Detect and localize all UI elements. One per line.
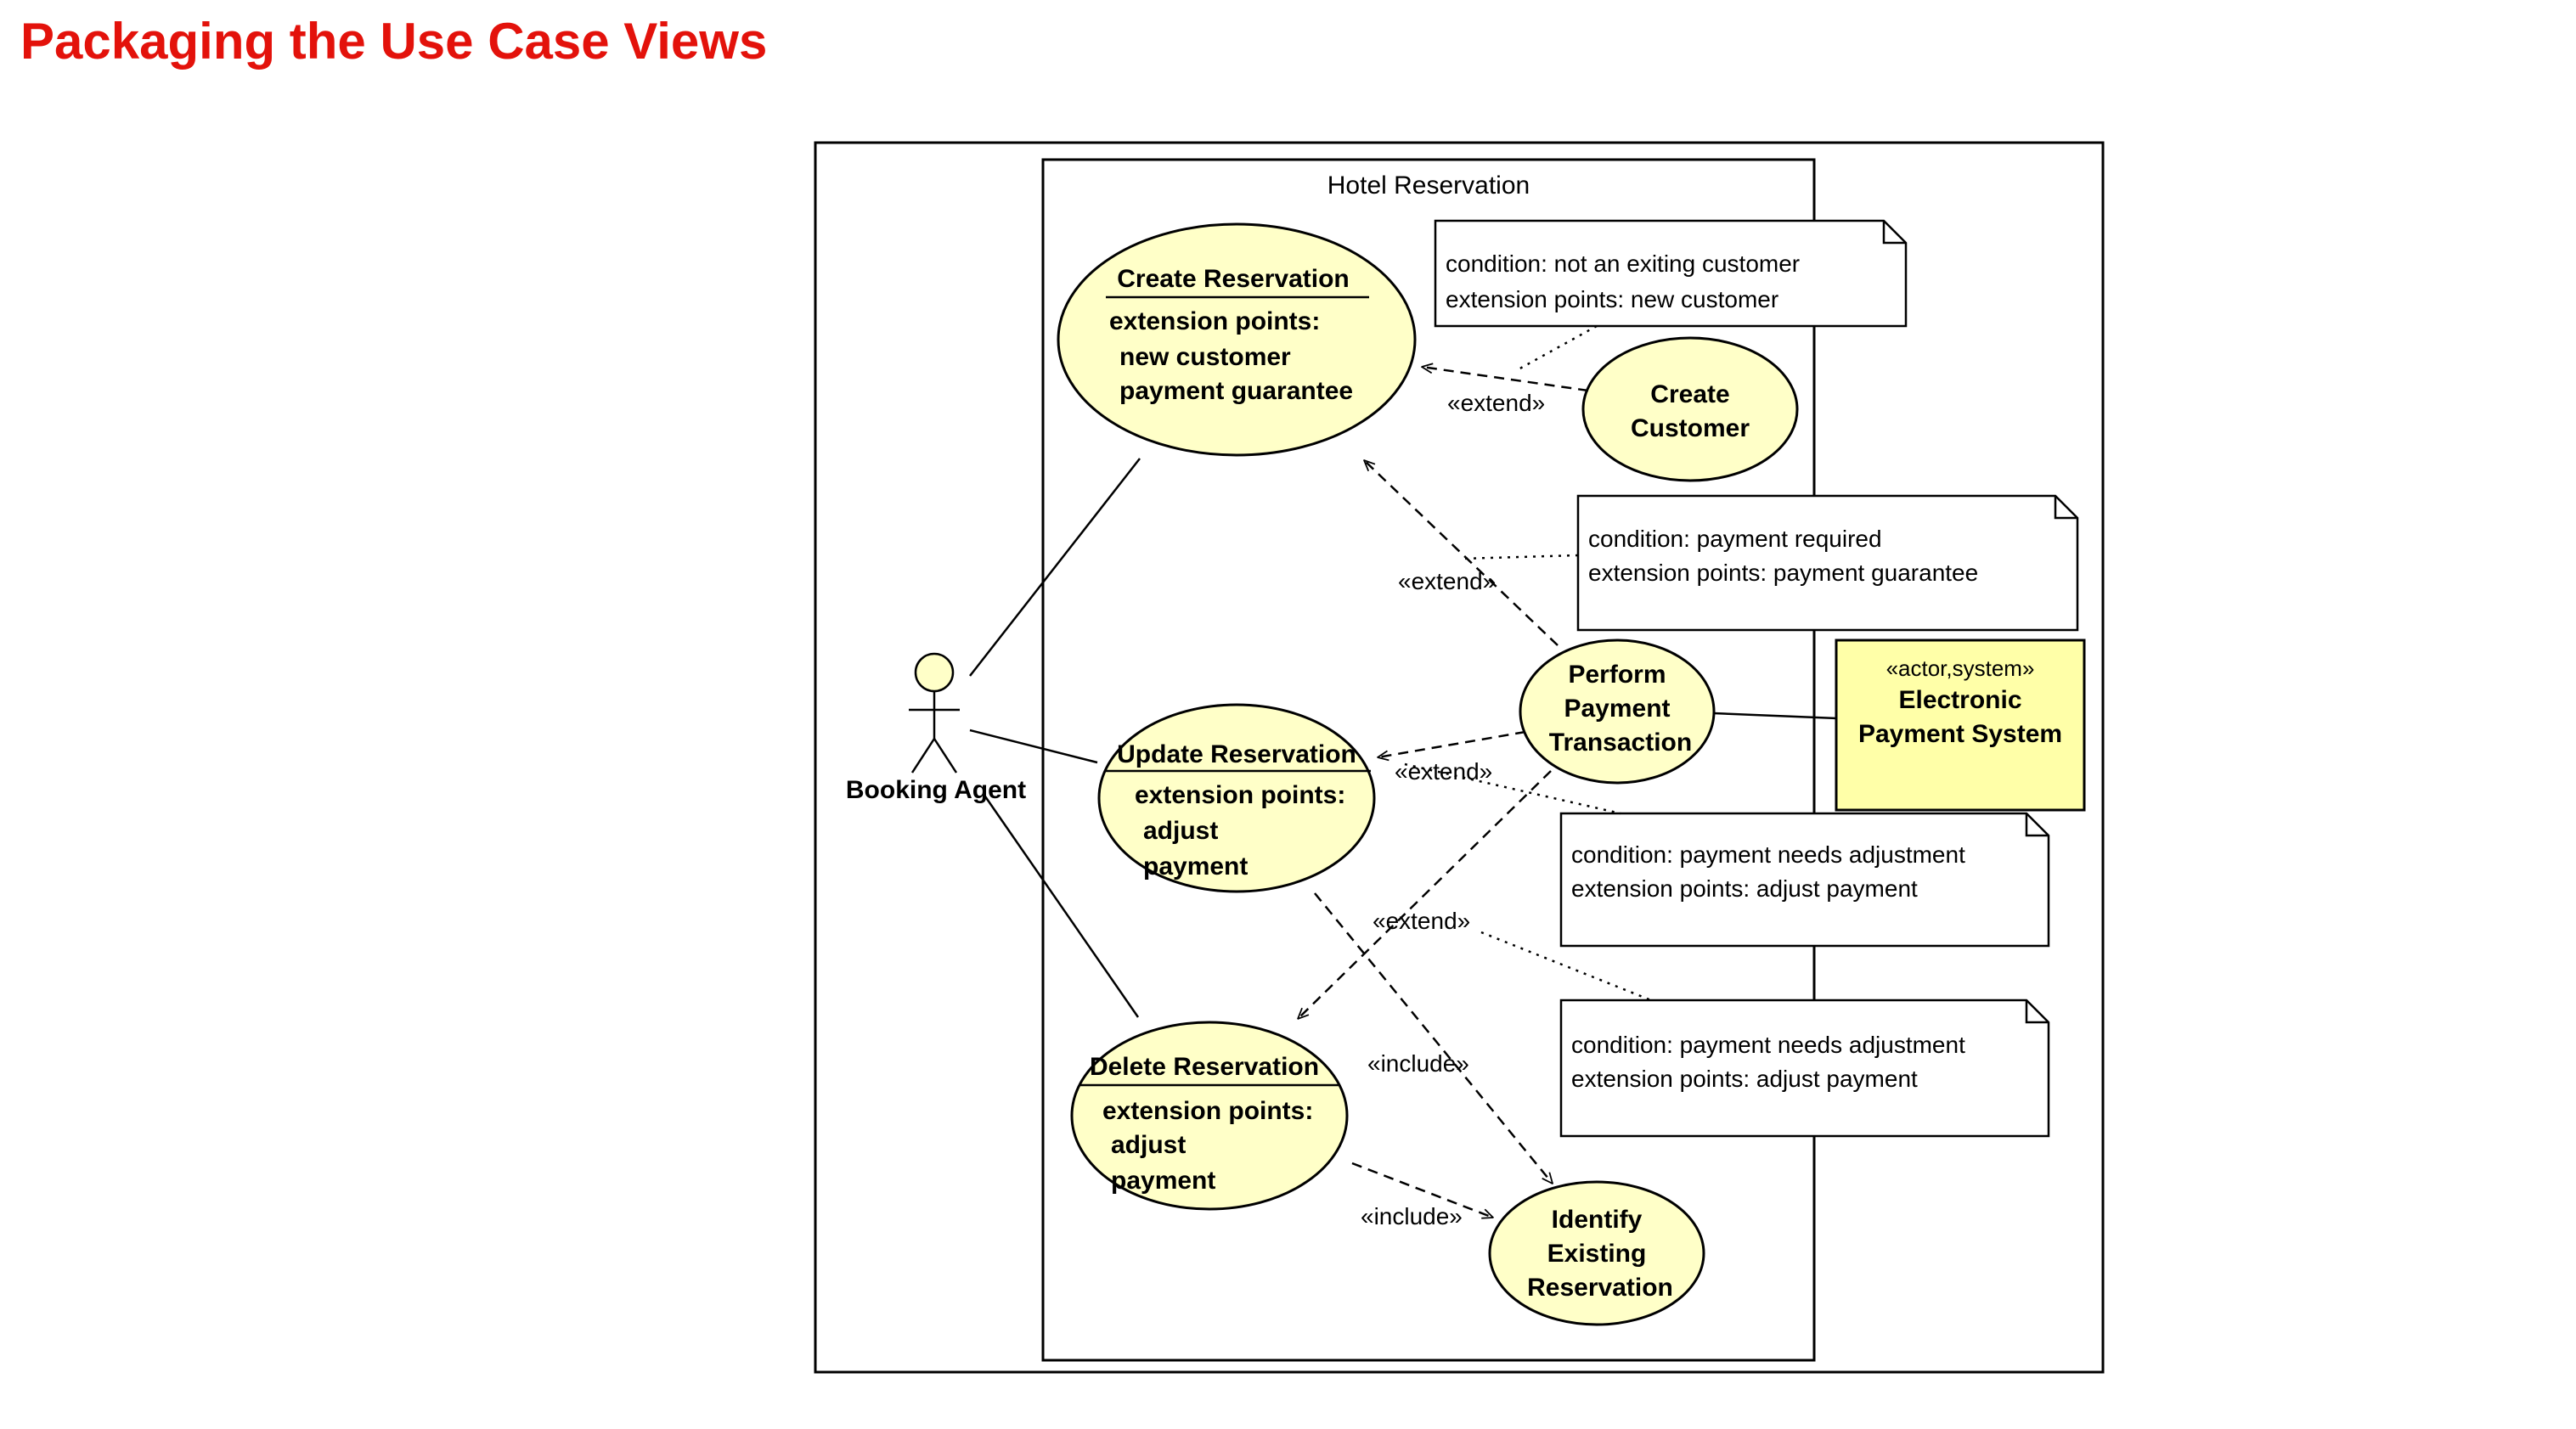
use-case-create-customer[interactable]: Create Customer [1581,336,1799,482]
note-update-adjust-condition: condition: payment needs adjustment exte… [1559,812,2050,948]
update-reservation-ext1: adjust [1143,817,1218,845]
association-create [969,458,1141,677]
delete-reservation-ext1: adjust [1111,1131,1186,1159]
actor-head [914,652,955,693]
note1-line1: condition: not an exiting customer [1446,250,1800,277]
extend-perform-to-create-arrow [1364,460,1559,646]
system-actor-line2: Payment System [1858,720,2062,748]
include-delete-arrow [1351,1162,1493,1218]
create-reservation-ext1: new customer [1119,343,1291,371]
extend-label-2: «extend» [1398,568,1496,594]
extend-create-customer-arrow [1422,367,1589,392]
note2-line1: condition: payment required [1588,526,1882,552]
system-actor-line1: Electronic [1898,686,2021,714]
note4-line2: extension points: adjust payment [1571,1066,1918,1092]
include-label-1: «include» [1367,1050,1469,1077]
delete-reservation-ellipse [1070,1021,1349,1211]
include-label-2: «include» [1361,1203,1463,1229]
update-reservation-ext-heading: extension points: [1135,781,1345,809]
identify-reservation-line2: Existing [1547,1240,1647,1268]
note-payment-required-condition: condition: payment required extension po… [1576,494,2079,632]
note3-line2: extension points: adjust payment [1571,875,1918,902]
system-actor-box [1835,639,2086,812]
create-reservation-ellipse [1057,222,1417,457]
note3-connector [1404,762,1621,815]
identify-reservation-line3: Reservation [1527,1274,1673,1302]
use-case-identify-existing-reservation[interactable]: Identify Existing Reservation [1488,1180,1705,1326]
system-boundary-label: Hotel Reservation [1327,172,1530,200]
delete-reservation-ext2: payment [1111,1167,1215,1195]
identify-reservation-ellipse [1488,1180,1705,1326]
actor-label: Booking Agent [846,776,1026,804]
perform-payment-line3: Transaction [1549,729,1692,757]
delete-reservation-name: Delete Reservation [1090,1053,1319,1081]
update-reservation-ext2: payment [1143,852,1248,880]
create-customer-line1: Create [1650,380,1729,408]
create-customer-line2: Customer [1631,414,1750,442]
note2-line2: extension points: payment guarantee [1588,560,1978,586]
use-case-create-reservation[interactable]: Create Reservation extension points: new… [1057,222,1417,457]
perform-payment-line1: Perform [1568,661,1666,689]
association-update [969,729,1098,764]
note-create-customer-condition: condition: not an exiting customer exten… [1434,219,1908,328]
association-delete [984,796,1140,1018]
slide-title: Packaging the Use Case Views [20,13,768,70]
delete-reservation-ext-heading: extension points: [1102,1097,1313,1125]
note-delete-adjust-condition: condition: payment needs adjustment exte… [1559,999,2050,1138]
include-update-arrow [1314,892,1553,1184]
note1-line2: extension points: new customer [1446,286,1778,312]
extend-perform-to-delete-arrow [1298,770,1552,1019]
create-customer-ellipse [1581,336,1799,482]
note3-line1: condition: payment needs adjustment [1571,841,1965,868]
update-reservation-ellipse [1097,703,1376,893]
system-boundary [1041,158,1816,1362]
create-reservation-name: Create Reservation [1117,265,1349,293]
identify-reservation-line1: Identify [1552,1206,1643,1234]
use-case-delete-reservation[interactable]: Delete Reservation extension points: adj… [1070,1021,1349,1211]
electronic-payment-system-actor[interactable]: «actor,system» Electronic Payment System [1835,639,2086,812]
create-reservation-ext-heading: extension points: [1109,307,1320,335]
note4-line1: condition: payment needs adjustment [1571,1032,1965,1058]
extend-label-4: «extend» [1373,908,1470,934]
extend-label-3: «extend» [1395,758,1492,785]
booking-agent-actor[interactable]: Booking Agent [846,652,1026,804]
association-payment-system [1713,712,1837,720]
create-reservation-ext2: payment guarantee [1119,377,1353,405]
update-reservation-name: Update Reservation [1117,740,1356,768]
perform-payment-ellipse [1519,639,1716,785]
use-case-update-reservation[interactable]: Update Reservation extension points: adj… [1097,703,1376,893]
use-case-perform-payment-transaction[interactable]: Perform Payment Transaction [1519,639,1716,785]
extend-label-1: «extend» [1447,390,1545,416]
system-actor-stereotype: «actor,system» [1886,655,2035,681]
perform-payment-line2: Payment [1564,695,1670,723]
extend-perform-to-update-arrow [1378,730,1526,757]
